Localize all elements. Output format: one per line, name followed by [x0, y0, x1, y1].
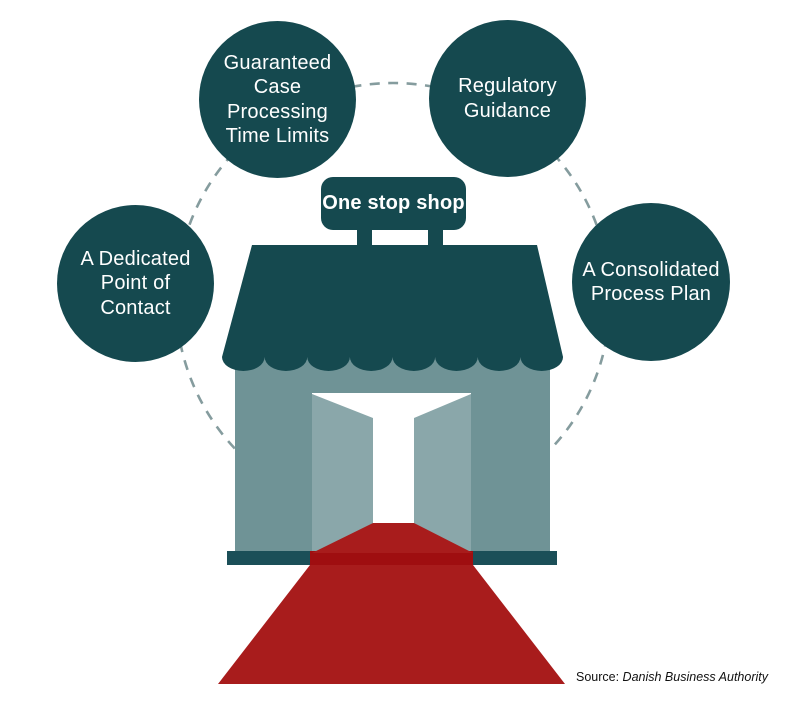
- circle-label: A Dedicated Point of Contact: [80, 247, 191, 319]
- circle-label: Guaranteed Case Processing Time Limits: [223, 51, 332, 147]
- source-attribution: Source: Danish Business Authority: [576, 670, 768, 684]
- source-prefix: Source:: [575, 670, 623, 684]
- circle-consolidated-process-plan: A Consolidated Process Plan: [572, 203, 730, 361]
- awning: [222, 245, 564, 372]
- door-panel-right: [414, 394, 471, 552]
- source-name: Danish Business Authority: [622, 670, 768, 684]
- circle-guaranteed-case-processing-time-limits: Guaranteed Case Processing Time Limits: [199, 21, 356, 178]
- circle-regulatory-guidance: Regulatory Guidance: [429, 20, 586, 177]
- sign-post-right: [428, 228, 443, 246]
- circle-label: Regulatory Guidance: [458, 75, 557, 122]
- red-carpet-inside: [312, 523, 473, 553]
- one-stop-shop-sign: One stop shop: [321, 177, 466, 230]
- sign-post-left: [357, 228, 372, 246]
- circle-dedicated-point-of-contact: A Dedicated Point of Contact: [57, 205, 214, 362]
- sign-label: One stop shop: [322, 192, 465, 214]
- circle-label: A Consolidated Process Plan: [582, 258, 720, 305]
- red-carpet: [218, 565, 565, 684]
- carpet-threshold-band: [310, 551, 473, 565]
- door-panel-left: [312, 394, 373, 552]
